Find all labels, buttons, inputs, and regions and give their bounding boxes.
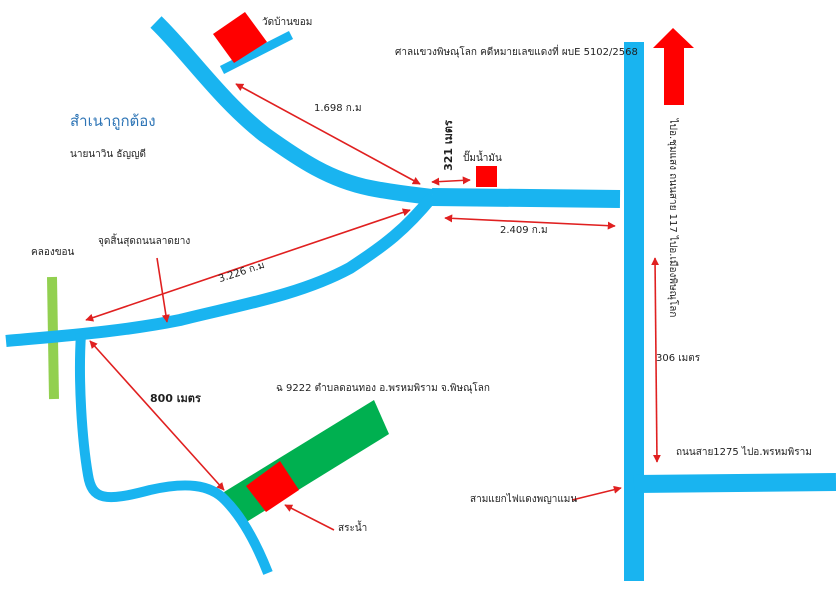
road-northwest xyxy=(150,16,433,205)
distance-800-label: 800 เมตร xyxy=(150,392,201,405)
pond-marker xyxy=(246,461,299,512)
distance-arrows xyxy=(85,83,661,491)
road-117-label: ไปอ.ชุมแสง ถนนสาย 117 ไปอ.เมืองพิษณุโลก xyxy=(667,118,678,318)
pointer-arrows xyxy=(156,257,622,531)
road-main-east xyxy=(431,188,621,208)
end-of-paved-road-label: จุดสิ้นสุดถนนลาดยาง xyxy=(98,236,191,247)
road-to-wat xyxy=(219,30,294,75)
wat-label: วัดบ้านขอม xyxy=(262,17,313,28)
distance-2409-label: 2.409 ก.ม xyxy=(500,225,548,236)
gas-station-marker xyxy=(476,166,497,187)
road-1275-label: ถนนสาย1275 ไปอ.พรหมพิราม xyxy=(676,447,812,458)
pond-label: สระน้ำ xyxy=(338,523,368,534)
north-arrow-icon xyxy=(653,28,694,105)
distance-306-label: 306 เมตร xyxy=(656,353,701,364)
distance-321-label: 321 เมตร xyxy=(441,120,455,171)
distance-1698-label: 1.698 ก.ม xyxy=(314,103,362,114)
arrow-3226 xyxy=(85,208,411,322)
road-south-branch xyxy=(5,193,437,347)
arrow-306 xyxy=(651,257,661,463)
person-name-label: นายนาวิน ธัญญดี xyxy=(70,149,147,160)
arrow-1698 xyxy=(235,83,421,185)
road-east-1275 xyxy=(633,473,836,493)
canal-label: คลองขอน xyxy=(31,247,75,258)
arrow-321 xyxy=(431,176,471,186)
pointer-pond xyxy=(284,504,335,531)
land-parcel xyxy=(224,400,389,526)
junction-label: สามแยกไฟแดงพญาแมน xyxy=(470,494,578,505)
pointer-junction xyxy=(571,485,622,501)
road-network xyxy=(5,16,836,581)
court-case-label: ศาลแขวงพิษณุโลก คดีหมายเลขแดงที่ ผบE 510… xyxy=(395,47,638,58)
pointer-end-road xyxy=(156,257,170,323)
address-label: ฉ 9222 ตำบลดอนทอง อ.พรหมพิราม จ.พิษณุโลก xyxy=(276,383,490,394)
gas-station-label: ปั๊มน้ำมัน xyxy=(463,153,502,164)
road-south-loop xyxy=(74,333,273,575)
wat-marker xyxy=(213,12,267,63)
arrow-2409 xyxy=(444,214,616,230)
certified-copy-label: สำเนาถูกต้อง xyxy=(70,112,156,130)
arrow-800 xyxy=(89,340,225,491)
